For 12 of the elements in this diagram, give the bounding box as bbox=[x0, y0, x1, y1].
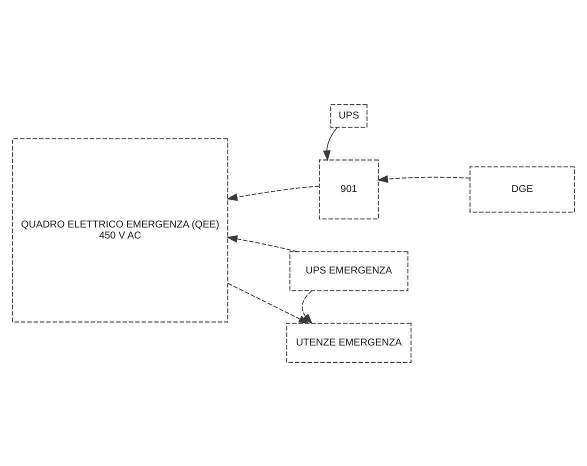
node-box: QUADRO ELETTRICO EMERGENZA (QEE) 450 V AC bbox=[12, 138, 228, 322]
arrow bbox=[226, 234, 298, 252]
arrow bbox=[226, 185, 320, 200]
node-box: UPS bbox=[330, 104, 368, 128]
arrow bbox=[227, 282, 310, 324]
arrow bbox=[322, 126, 338, 161]
arrow bbox=[377, 174, 470, 182]
node-box: DGE bbox=[470, 166, 575, 212]
node-box: 901 bbox=[318, 159, 379, 219]
node-box: UPS EMERGENZA bbox=[289, 250, 408, 291]
arrow bbox=[302, 290, 313, 324]
node-box: UTENZE EMERGENZA bbox=[286, 322, 412, 362]
